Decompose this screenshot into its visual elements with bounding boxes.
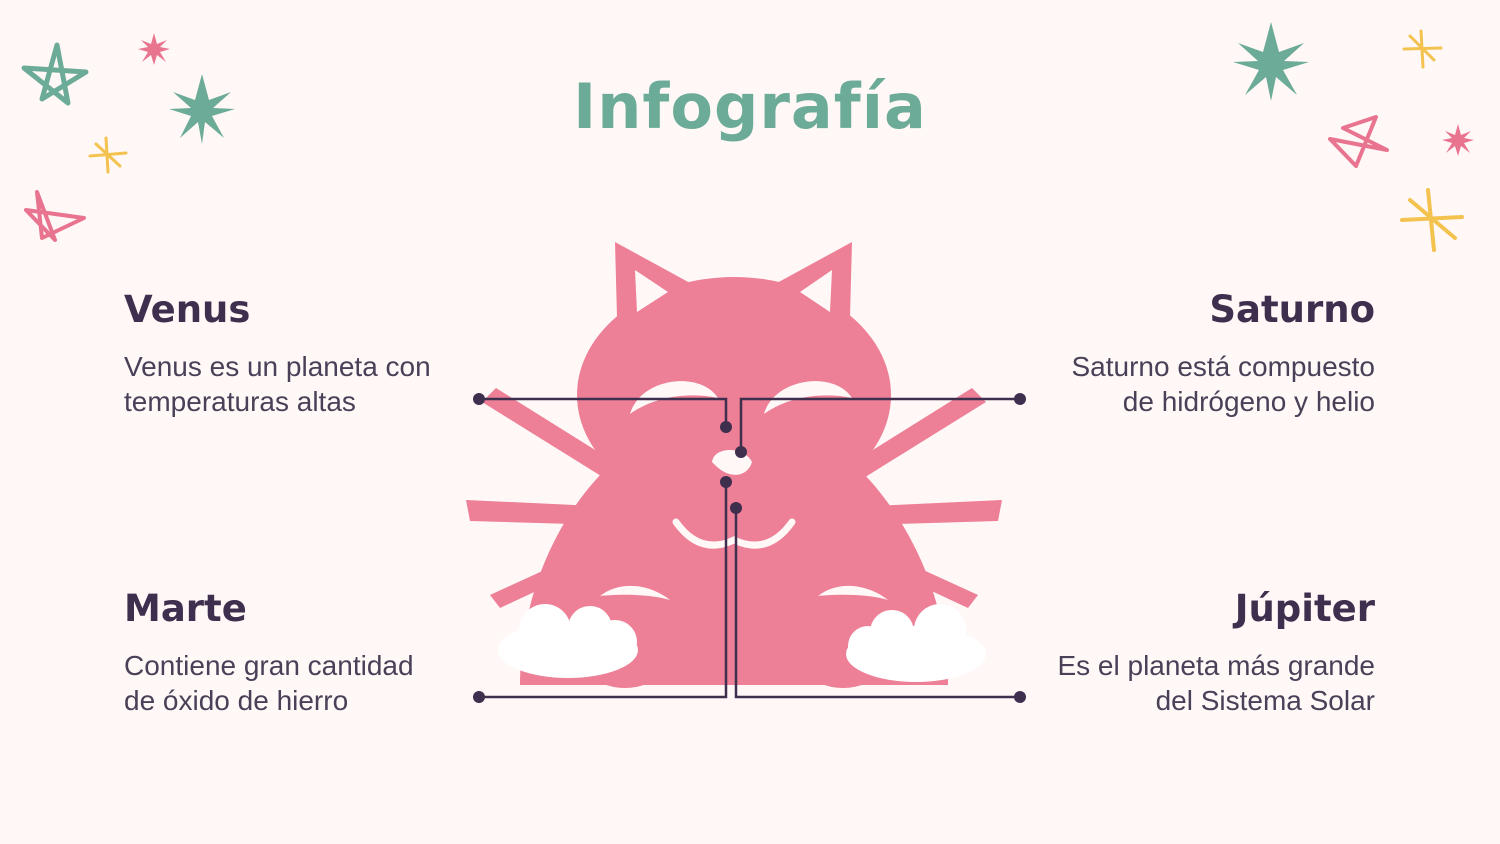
connector-dot: [473, 393, 485, 405]
info-text-line: temperaturas altas: [124, 385, 356, 417]
cloud-icon: [846, 604, 986, 682]
info-text-line: de hidrógeno y helio: [1122, 385, 1375, 417]
info-text-line: de óxido de hierro: [124, 684, 349, 716]
connector-venus: [479, 397, 728, 427]
connector-dot: [473, 691, 485, 703]
connector-jupiter: [734, 508, 1020, 699]
info-heading: Venus: [124, 288, 251, 331]
connector-dot: [720, 476, 732, 488]
info-heading: Saturno: [1209, 288, 1375, 331]
info-text: Es el planeta más grande del Sistema Sol…: [1015, 648, 1375, 718]
star-outline-icon: [24, 190, 86, 242]
connector-dot: [1014, 393, 1026, 405]
connector-dot: [735, 446, 747, 458]
cat-whiskers: [466, 388, 1002, 608]
cat-head: [577, 277, 891, 513]
info-block-marte: Marte Contiene gran cantidad de óxido de…: [124, 587, 484, 718]
page-title: Infografía: [573, 70, 927, 143]
star-icon: [169, 74, 235, 144]
connector-dot: [730, 502, 742, 514]
connector-saturno: [739, 397, 1020, 452]
star-icon: [1233, 22, 1309, 101]
sparkle-icon: [1402, 29, 1443, 69]
info-block-saturno: Saturno Saturno está compuesto de hidróg…: [1015, 288, 1375, 419]
sparkle-icon: [1400, 188, 1464, 252]
info-text-line: del Sistema Solar: [1155, 684, 1375, 716]
info-text-line: Saturno está compuesto: [1071, 350, 1375, 382]
cloud-icon: [498, 604, 638, 678]
cat-mouth: [672, 518, 796, 549]
star-icon: [1442, 124, 1474, 156]
info-text: Venus es un planeta con temperaturas alt…: [124, 349, 484, 419]
star-outline-icon: [1328, 115, 1389, 168]
connector-dot: [1014, 691, 1026, 703]
cat-ear-right: [755, 242, 852, 355]
cat-ear-left: [615, 242, 712, 355]
cat-eye-left: [630, 381, 718, 414]
info-text: Contiene gran cantidad de óxido de hierr…: [124, 648, 484, 718]
info-text-line: Contiene gran cantidad: [124, 649, 414, 681]
cat-eye-right: [764, 381, 852, 414]
connector-dot: [720, 421, 732, 433]
star-icon: [138, 33, 170, 65]
cat-inner-ear: [635, 270, 668, 312]
info-block-jupiter: Júpiter Es el planeta más grande del Sis…: [1015, 587, 1375, 718]
info-text-line: Es el planeta más grande: [1057, 649, 1375, 681]
info-heading: Marte: [124, 587, 247, 630]
info-text: Saturno está compuesto de hidrógeno y he…: [1015, 349, 1375, 419]
info-heading: Júpiter: [1234, 587, 1375, 630]
cat-inner-ear: [800, 270, 832, 312]
info-text-line: Venus es un planeta con: [124, 350, 431, 382]
sparkle-icon: [88, 136, 128, 174]
star-outline-icon: [21, 42, 89, 106]
connector-marte: [479, 482, 728, 699]
info-block-venus: Venus Venus es un planeta con temperatur…: [124, 288, 484, 419]
